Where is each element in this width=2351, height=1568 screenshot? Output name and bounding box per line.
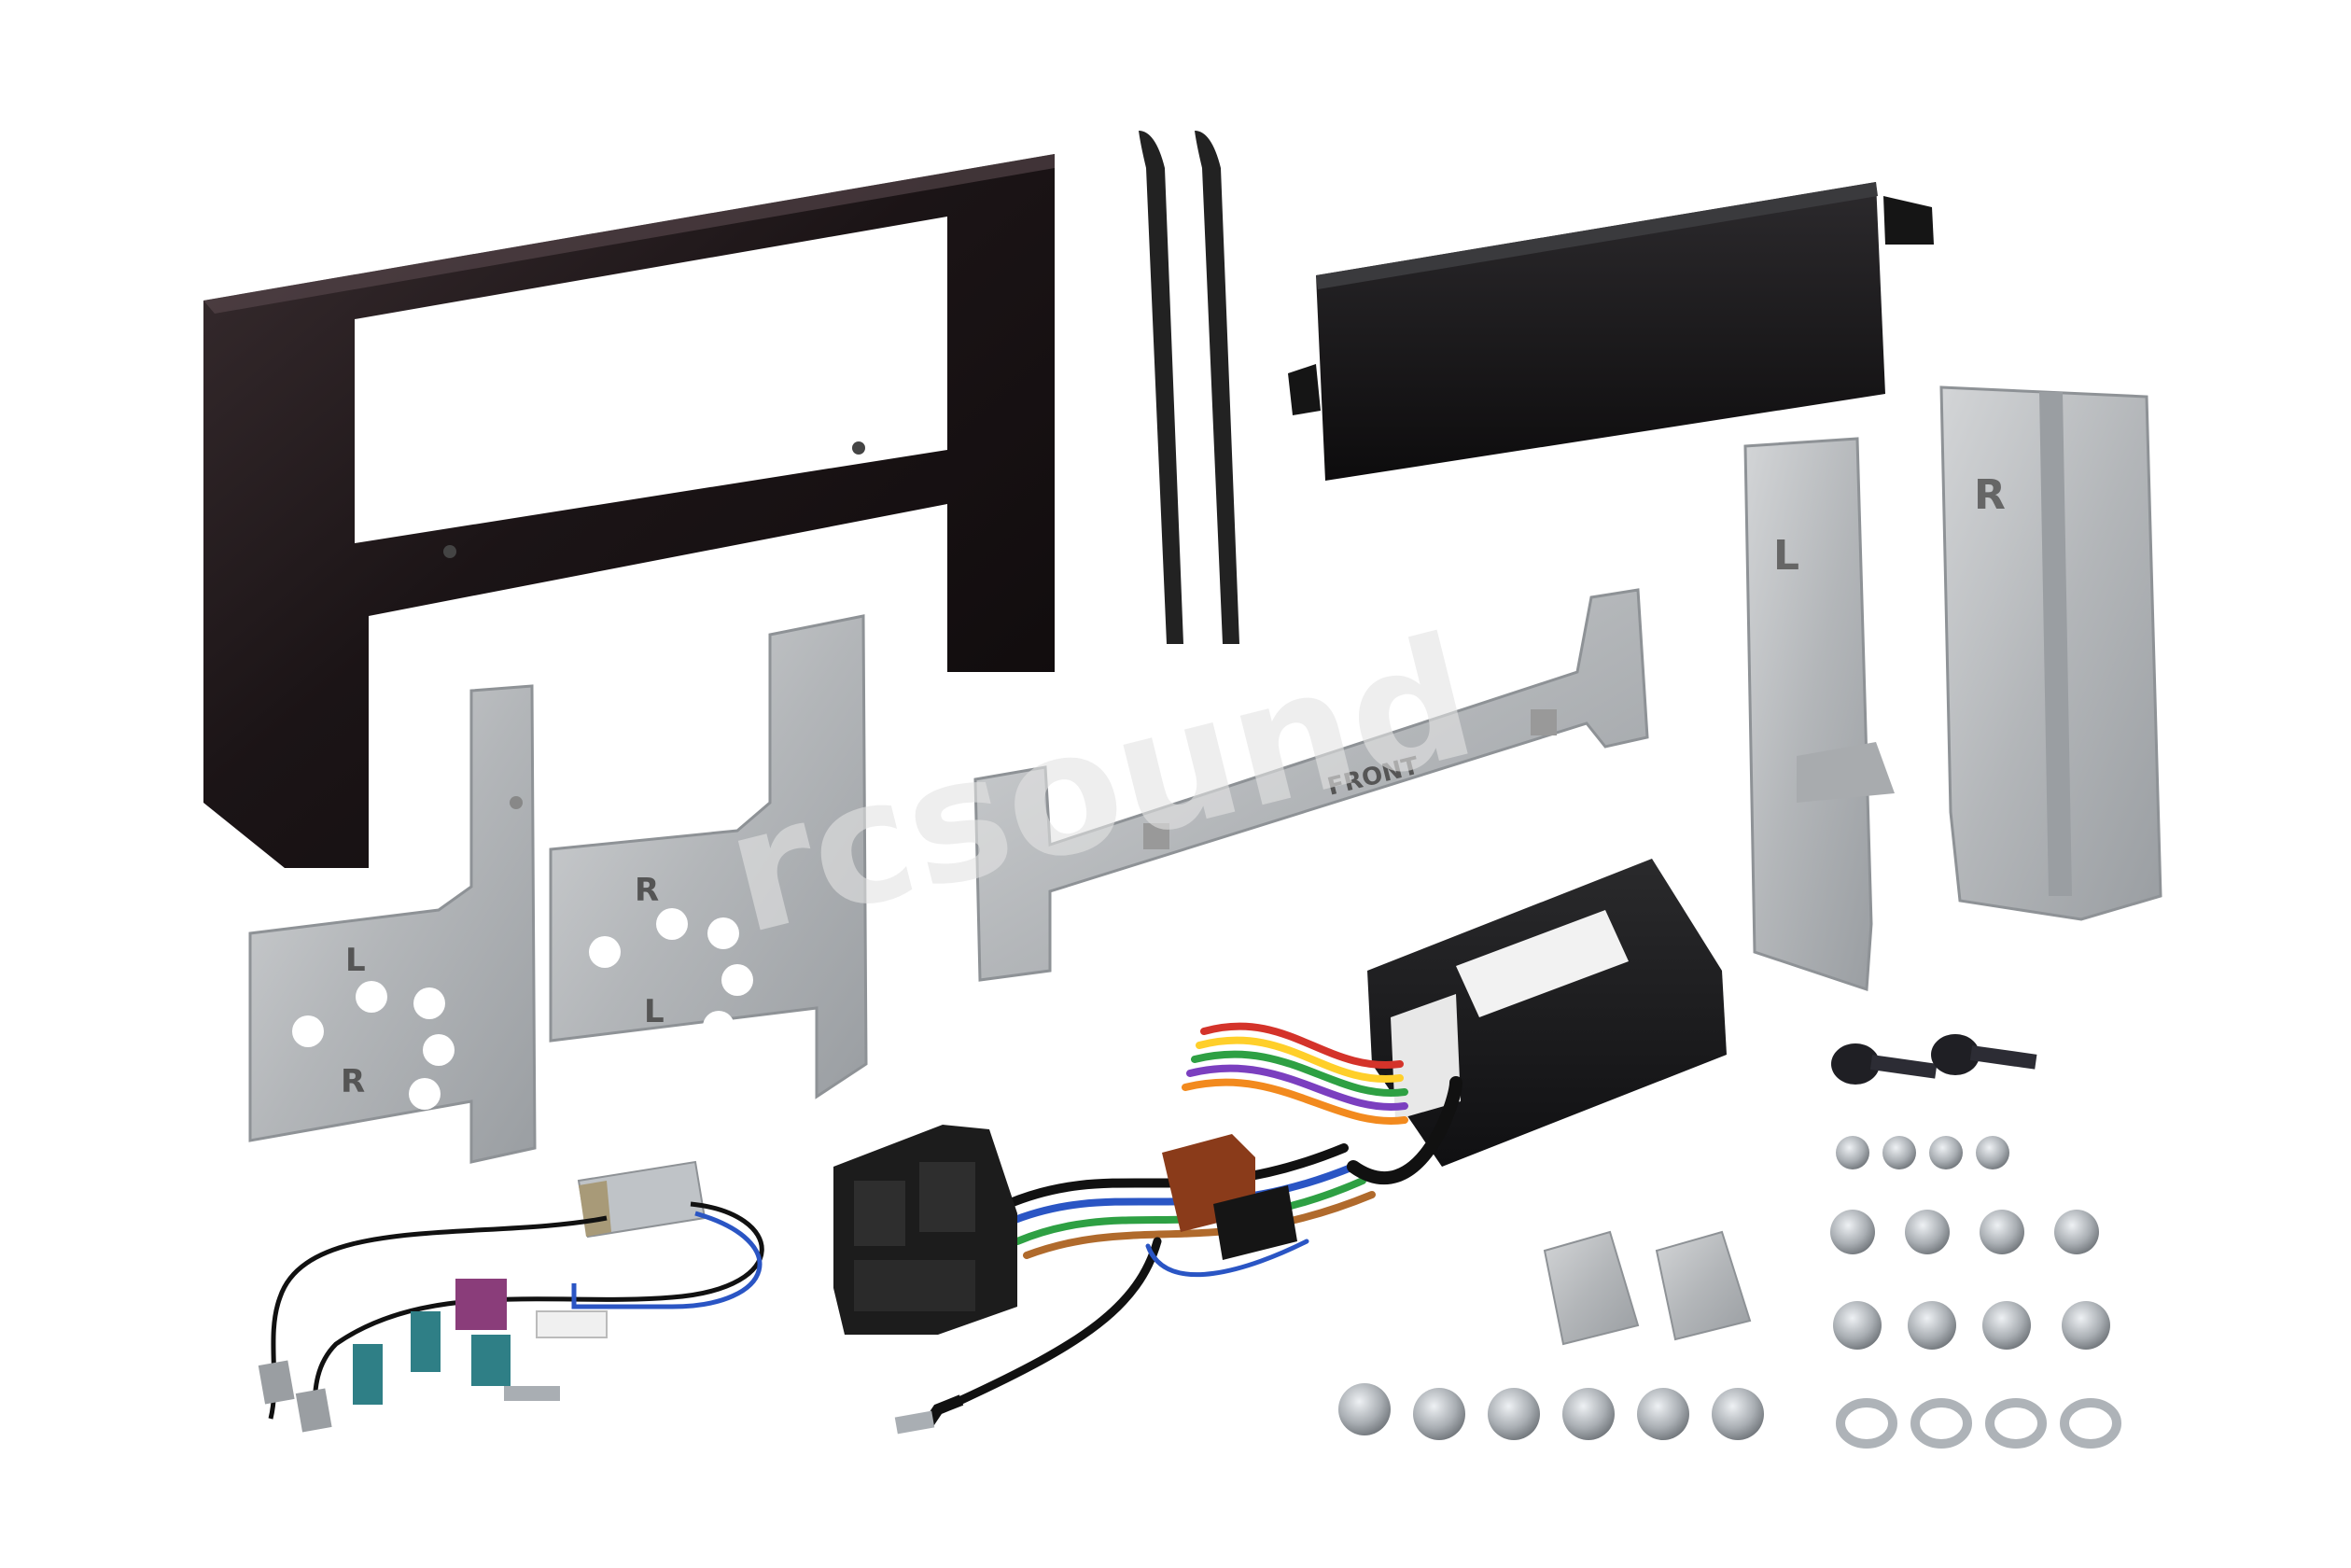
quadlock-connector xyxy=(833,1125,1017,1335)
plate-label-l2: L xyxy=(644,993,665,1030)
side-bracket-label-r: R xyxy=(1974,471,2006,519)
mounting-clips xyxy=(1543,1230,1752,1346)
washers-row xyxy=(1836,1398,2121,1449)
storage-pocket xyxy=(1288,182,1934,481)
wiring-harness xyxy=(957,1022,1462,1405)
plate-label-l: L xyxy=(345,942,366,979)
left-bracket-plate: L R xyxy=(248,684,537,1164)
small-screws-row xyxy=(1836,1136,2009,1169)
screw-set xyxy=(1338,1034,2121,1449)
medium-screws-row xyxy=(1830,1210,2099,1254)
iso-connector xyxy=(1162,1134,1297,1260)
jack-plug xyxy=(894,1394,964,1435)
interface-module xyxy=(1367,859,1727,1167)
flat-screws-row xyxy=(1338,1383,1764,1440)
antenna-adapter xyxy=(258,1160,764,1433)
plate-label-r2: R xyxy=(635,872,659,909)
large-screws-row xyxy=(1833,1301,2110,1350)
fascia-frame xyxy=(203,154,1055,868)
plate-label-r: R xyxy=(341,1063,365,1100)
long-screws xyxy=(1831,1034,2037,1085)
side-bracket-left: L xyxy=(1743,437,1895,992)
side-bracket-label-l: L xyxy=(1773,532,1799,580)
trim-strips xyxy=(1139,131,1239,644)
front-crossbar: FRONT xyxy=(973,588,1649,982)
right-bracket-plate: R L xyxy=(549,614,868,1099)
side-bracket-right: R xyxy=(1939,385,2162,921)
